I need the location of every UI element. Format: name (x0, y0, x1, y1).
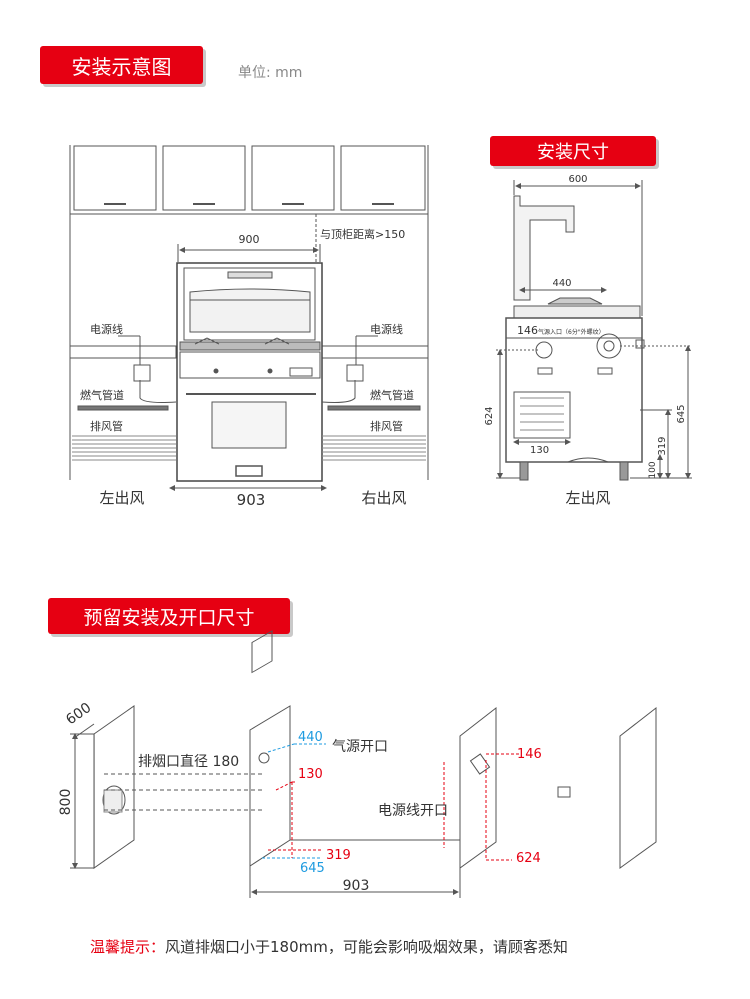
size-dim-645: 645 (676, 404, 687, 423)
exhaust-right (322, 435, 426, 461)
power-left-label: 电源线 (90, 322, 123, 336)
size-dim-319: 319 (657, 436, 668, 455)
size-dim-146: 146 (517, 324, 538, 337)
gas-right-label: 燃气管道 (370, 388, 414, 402)
power-opening-label: 电源线开口 (378, 803, 448, 819)
size-outlet-label: 左出风 (565, 489, 610, 507)
reserve-dim-600: 600 (63, 700, 94, 728)
reserve-dim-800: 800 (58, 789, 74, 816)
reserve-dim-903: 903 (343, 878, 370, 894)
reserve-diagram (70, 630, 657, 898)
power-right-label: 电源线 (370, 322, 403, 336)
gas-opening-label: 气源开口 (332, 739, 388, 755)
exhaust-right-label: 排风管 (370, 419, 403, 433)
gas-inlet-note: 气源入口（6分"外螺纹） (538, 328, 605, 336)
exhaust-left-label: 排风管 (90, 419, 123, 433)
reserve-title-badge: 预留安装及开口尺寸 (48, 598, 290, 634)
upper-cabinets (73, 145, 426, 211)
size-dim-130: 130 (530, 445, 549, 456)
outlet-right-label: 右出风 (361, 489, 406, 507)
reserve-dim-624: 624 (516, 851, 541, 866)
dim-900: 900 (239, 233, 260, 246)
exhaust-left (72, 435, 176, 461)
flue-label: 排烟口直径 180 (138, 753, 239, 770)
top-clearance-label: 与顶柜距离>150 (320, 227, 405, 241)
reserve-dim-130: 130 (298, 767, 323, 782)
tip-text: 风道排烟口小于180mm，可能会影响吸烟效果，请顾客悉知 (165, 938, 568, 956)
reserve-dim-440: 440 (298, 730, 323, 745)
size-diagram (496, 180, 692, 481)
main-title-badge: 安装示意图 (40, 46, 203, 84)
reserve-dim-319: 319 (326, 848, 351, 863)
size-dim-100: 100 (648, 461, 658, 478)
cooker-unit (176, 262, 323, 482)
size-dim-624: 624 (484, 406, 495, 425)
gas-left-label: 燃气管道 (80, 388, 124, 402)
size-dim-600: 600 (568, 174, 587, 185)
reserve-dim-146: 146 (517, 747, 542, 762)
size-dim-440: 440 (552, 278, 571, 289)
tip-label: 温馨提示： (90, 938, 166, 956)
reserve-dim-645: 645 (300, 861, 325, 876)
unit-label: 单位: mm (238, 65, 303, 81)
outlet-left-label: 左出风 (99, 489, 144, 507)
dim-903: 903 (237, 491, 266, 509)
size-title-badge: 安装尺寸 (490, 136, 656, 166)
tip-note: 温馨提示：风道排烟口小于180mm，可能会影响吸烟效果，请顾客悉知 (90, 936, 568, 957)
install-diagram (69, 145, 429, 491)
